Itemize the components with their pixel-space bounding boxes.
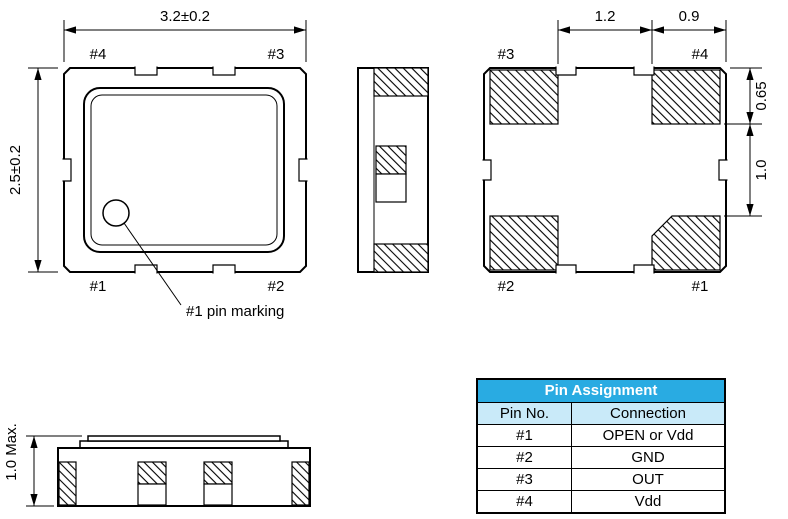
- table-row: #1 OPEN or Vdd: [478, 425, 724, 447]
- side-view-bottom-section: [373, 243, 429, 273]
- pin-no-cell: #4: [478, 491, 572, 512]
- castellation-notch: [212, 264, 236, 274]
- pin-no-column-header: Pin No.: [478, 403, 572, 424]
- castellation-notch: [482, 159, 492, 181]
- package-lid-inner-line: [90, 94, 278, 246]
- pin-no-cell: #1: [478, 425, 572, 446]
- dim-max-height-label: 1.0 Max.: [3, 423, 20, 481]
- connection-column-header: Connection: [610, 405, 686, 422]
- side-view-top-section: [373, 67, 429, 97]
- front-view-body-outline: [57, 447, 311, 507]
- pin-table-header-row: Pin No. Connection: [478, 403, 724, 425]
- pin-no-cell: #3: [478, 469, 572, 490]
- front-view-lid-top: [87, 435, 281, 442]
- castellation-notch: [62, 158, 72, 182]
- callout-leader-line: [123, 222, 182, 306]
- dim-height-label: 2.5±0.2: [7, 145, 24, 195]
- castellation-notch: [555, 264, 577, 274]
- table-row: #2 GND: [478, 447, 724, 469]
- bottom-view: #3 #4 #2 #1 1.2 0.9 0.65 1.0: [482, 8, 770, 295]
- bottom-view-pin2-label: #2: [498, 278, 515, 295]
- top-view-pin4-label: #4: [90, 46, 107, 63]
- castellation-notch: [212, 66, 236, 76]
- bottom-view-pin4-label: #4: [692, 46, 709, 63]
- side-view-mid-pad-section: [375, 145, 407, 175]
- front-view-mid-terminal: [203, 461, 233, 485]
- dim-pad-gap-label: 1.2: [595, 8, 616, 25]
- connection-cell: OUT: [632, 471, 664, 488]
- dim-pad-vgap-label: 1.0: [753, 160, 770, 181]
- castellation-notch: [298, 158, 308, 182]
- top-view-pin2-label: #2: [268, 278, 285, 295]
- pad-pin4: [651, 69, 721, 125]
- dim-pad-height-label: 0.65: [753, 81, 770, 110]
- top-view-pin1-label: #1: [90, 278, 107, 295]
- pin1-marking-callout-label: #1 pin marking: [186, 303, 284, 320]
- castellation-notch: [134, 66, 158, 76]
- top-view: #1 pin marking #4 #3 #1 #2 3.2±0.2 2.5±0…: [7, 8, 308, 320]
- front-view-mid-cavity: [137, 483, 167, 506]
- bottom-view-pin3-label: #3: [498, 46, 515, 63]
- castellation-notch: [718, 159, 728, 181]
- front-view: 1.0 Max.: [3, 423, 311, 507]
- castellation-notch: [555, 66, 577, 76]
- pin-table-title: Pin Assignment: [478, 380, 724, 403]
- dim-pad-width-label: 0.9: [679, 8, 700, 25]
- castellation-notch: [134, 264, 158, 274]
- table-row: #4 Vdd: [478, 491, 724, 512]
- connection-cell: GND: [631, 449, 665, 466]
- front-view-left-terminal: [58, 461, 77, 506]
- front-view-mid-cavity: [203, 483, 233, 506]
- pin-assignment-table: Pin Assignment Pin No. Connection #1 OPE…: [476, 378, 726, 514]
- pad-pin3: [489, 69, 559, 125]
- pad-pin1-chamfered: [651, 215, 721, 271]
- pin-no-cell: #2: [478, 447, 572, 468]
- front-view-right-terminal: [291, 461, 310, 506]
- dim-width-label: 3.2±0.2: [160, 8, 210, 25]
- side-view-mid-cavity: [375, 173, 407, 203]
- bottom-view-pin1-label: #1: [692, 278, 709, 295]
- table-row: #3 OUT: [478, 469, 724, 491]
- top-view-pin3-label: #3: [268, 46, 285, 63]
- front-view-lid-base: [79, 440, 289, 449]
- castellation-notch: [633, 66, 655, 76]
- castellation-notch: [633, 264, 655, 274]
- connection-cell: OPEN or Vdd: [602, 427, 694, 444]
- pad-pin2: [489, 215, 559, 271]
- pin1-marking-dot: [102, 199, 130, 227]
- connection-cell: Vdd: [634, 493, 662, 510]
- front-view-mid-terminal: [137, 461, 167, 485]
- package-lid-outline: [83, 87, 285, 253]
- side-view: [357, 67, 429, 273]
